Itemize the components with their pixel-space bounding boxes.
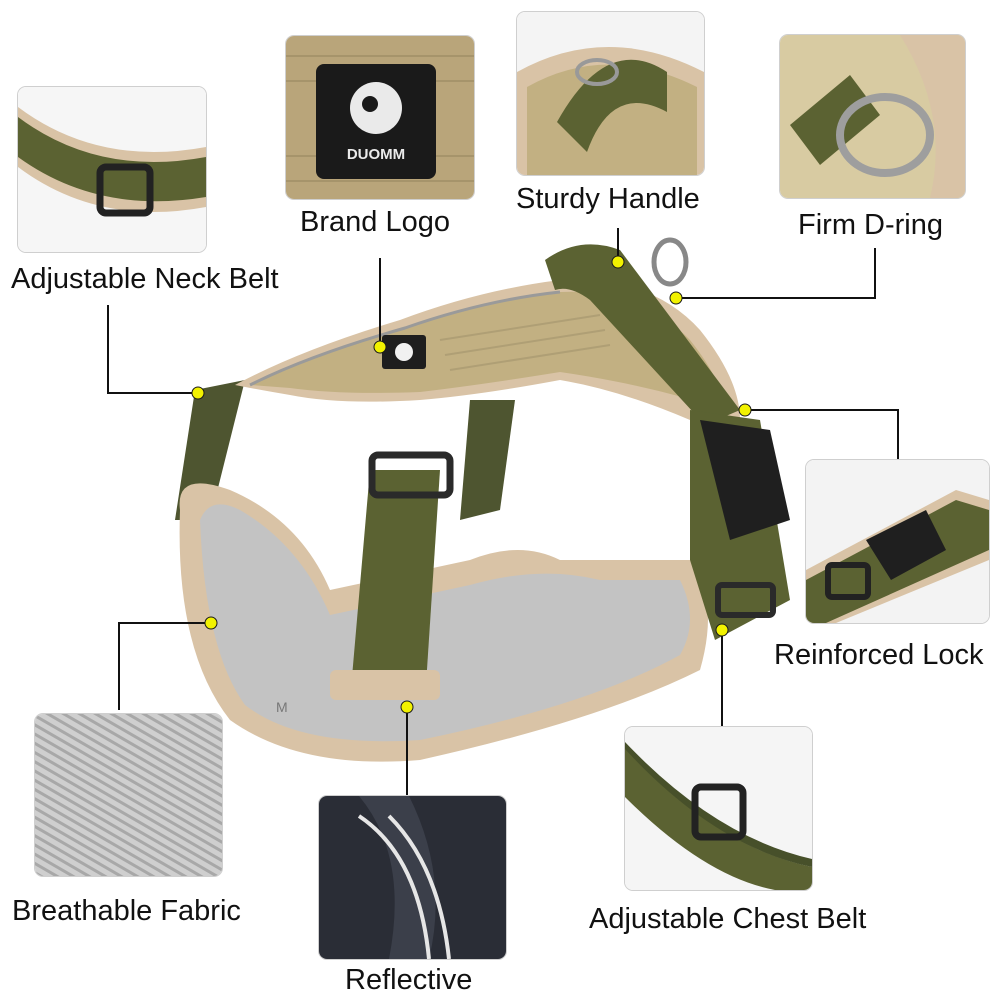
reflective-label: Reflective	[345, 964, 473, 996]
breathable-fabric-thumbnail	[35, 714, 222, 876]
neck-belt-label: Adjustable Neck Belt	[11, 263, 279, 295]
chest-belt-thumbnail	[625, 727, 812, 890]
brand-logo-label: Brand Logo	[300, 206, 450, 238]
fabric-label: Breathable Fabric	[12, 895, 241, 927]
chest-belt-label: Adjustable Chest Belt	[589, 903, 867, 935]
neck-belt-thumbnail	[18, 87, 206, 252]
brand-logo-text: DUOMM	[346, 146, 406, 163]
sturdy-handle-thumbnail	[517, 12, 704, 175]
d-ring-thumbnail	[780, 35, 965, 198]
size-tag: M	[276, 699, 288, 715]
brand-logo-thumbnail: DUOMM	[286, 36, 474, 199]
reflective-thumbnail	[319, 796, 506, 959]
reinforced-lock-thumbnail	[806, 460, 989, 623]
lock-label: Reinforced Lock	[774, 639, 984, 671]
d-ring-label: Firm D-ring	[798, 209, 943, 241]
handle-label: Sturdy Handle	[516, 183, 700, 215]
